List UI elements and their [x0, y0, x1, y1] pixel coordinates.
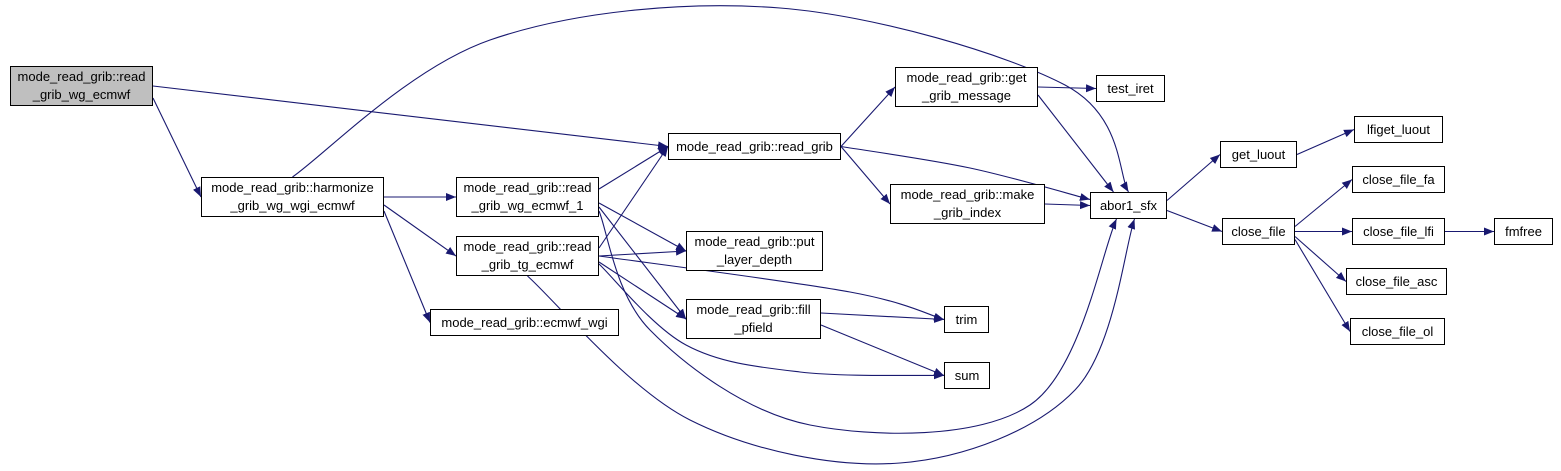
edge-read-grib-wg-ecmwf-1-to-fill-pfield	[598, 206, 687, 320]
node-label: _grib_message	[922, 88, 1011, 103]
node-label: _layer_depth	[716, 252, 793, 267]
node-label: mode_read_grib::read	[463, 239, 592, 255]
edge-make-grib-index-to-abor1-sfx	[1044, 201, 1091, 210]
edge-get-grib-message-to-abor1-sfx	[1037, 94, 1114, 193]
edge-read-grib-wg-ecmwf-1-to-abor1-sfx	[598, 210, 1117, 434]
edge-read-grib-tg-ecmwf-to-trim	[598, 255, 945, 321]
node-label: test_iret	[1107, 80, 1154, 96]
node-harmonize-grib-wg-wgi-ecmwf[interactable]: mode_read_grib::harmonize_grib_wg_wgi_ec…	[201, 177, 384, 217]
node-close-file-ol[interactable]: close_file_ol	[1350, 318, 1445, 345]
edge-close-file-to-close-file-fa	[1294, 179, 1353, 227]
node-label: lfiget_luout	[1367, 121, 1430, 137]
edge-abor1-sfx-to-get-luout	[1166, 154, 1221, 201]
edge-read-grib-tg-ecmwf-to-put-layer-depth	[598, 247, 687, 257]
edge-read-grib-to-get-grib-message	[840, 86, 896, 147]
node-label: _grib_wg_ecmwf_1	[471, 198, 584, 213]
node-get-grib-message[interactable]: mode_read_grib::get_grib_message	[895, 67, 1038, 107]
node-lfiget-luout[interactable]: lfiget_luout	[1354, 116, 1443, 143]
node-label: get_luout	[1231, 146, 1286, 162]
edge-read-grib-wg-ecmwf-1-to-read-grib	[598, 146, 669, 190]
edge-read-grib-tg-ecmwf-to-fill-pfield	[598, 261, 687, 320]
node-label: abor1_sfx	[1099, 197, 1158, 213]
edge-read-grib-tg-ecmwf-to-sum	[598, 263, 945, 380]
node-label: close_file_ol	[1361, 323, 1434, 339]
node-label: _grib_tg_ecmwf	[481, 257, 574, 272]
node-sum[interactable]: sum	[944, 362, 990, 389]
node-read-grib-wg-ecmwf[interactable]: mode_read_grib::read_grib_wg_ecmwf	[10, 66, 153, 106]
edge-abor1-sfx-to-close-file	[1166, 209, 1223, 233]
node-label: sum	[954, 367, 980, 383]
node-test-iret[interactable]: test_iret	[1096, 75, 1165, 102]
node-label: mode_read_grib::ecmwf_wgi	[441, 314, 608, 330]
node-abor1-sfx[interactable]: abor1_sfx	[1090, 192, 1167, 219]
node-label: mode_read_grib::make	[900, 187, 1035, 203]
node-ecmwf-wgi[interactable]: mode_read_grib::ecmwf_wgi	[430, 309, 619, 336]
node-get-luout[interactable]: get_luout	[1220, 141, 1297, 168]
node-put-layer-depth[interactable]: mode_read_grib::put_layer_depth	[686, 231, 823, 271]
node-label: trim	[955, 311, 978, 327]
node-label: close_file	[1231, 223, 1286, 239]
node-label: mode_read_grib::read	[17, 69, 146, 85]
node-label: mode_read_grib::harmonize	[211, 180, 374, 196]
node-label: mode_read_grib::read	[463, 180, 592, 196]
edge-read-grib-to-abor1-sfx	[840, 145, 1091, 201]
node-close-file[interactable]: close_file	[1222, 218, 1295, 245]
node-label: close_file_lfi	[1363, 223, 1434, 239]
node-label: _grib_index	[933, 205, 1002, 220]
edge-read-grib-wg-ecmwf-to-read-grib	[152, 85, 669, 150]
edge-close-file-to-close-file-asc	[1294, 236, 1347, 282]
node-label: close_file_asc	[1355, 273, 1438, 289]
node-label: _grib_wg_wgi_ecmwf	[230, 198, 355, 213]
edge-harmonize-grib-wg-wgi-ecmwf-to-ecmwf-wgi	[383, 210, 431, 323]
node-label: mode_read_grib::fill	[696, 302, 811, 318]
node-trim[interactable]: trim	[944, 306, 989, 333]
edge-get-grib-message-to-test-iret	[1037, 84, 1097, 93]
node-close-file-fa[interactable]: close_file_fa	[1352, 166, 1445, 193]
edge-close-file-to-close-file-ol	[1294, 239, 1351, 332]
node-close-file-asc[interactable]: close_file_asc	[1346, 268, 1447, 295]
edge-fill-pfield-to-sum	[820, 324, 945, 377]
node-close-file-lfi[interactable]: close_file_lfi	[1352, 218, 1445, 245]
edge-read-grib-tg-ecmwf-to-read-grib	[598, 146, 669, 249]
edge-get-luout-to-lfiget-luout	[1296, 128, 1355, 156]
node-make-grib-index[interactable]: mode_read_grib::make_grib_index	[890, 184, 1045, 224]
node-fill-pfield[interactable]: mode_read_grib::fill_pfield	[686, 299, 821, 339]
node-label: _grib_wg_ecmwf	[32, 87, 131, 102]
edge-read-grib-tg-ecmwf-to-abor1-sfx	[527, 218, 1136, 465]
node-label: fmfree	[1505, 223, 1542, 239]
node-label: mode_read_grib::get	[906, 70, 1027, 86]
edge-fill-pfield-to-trim	[820, 312, 945, 323]
node-read-grib-tg-ecmwf[interactable]: mode_read_grib::read_grib_tg_ecmwf	[456, 236, 599, 276]
node-read-grib-wg-ecmwf-1[interactable]: mode_read_grib::read_grib_wg_ecmwf_1	[456, 177, 599, 217]
edge-harmonize-grib-wg-wgi-ecmwf-to-abor1-sfx	[292, 5, 1129, 193]
edge-read-grib-wg-ecmwf-to-harmonize-grib-wg-wgi-ecmwf	[152, 97, 202, 198]
node-label: close_file_fa	[1362, 171, 1435, 187]
node-read-grib[interactable]: mode_read_grib::read_grib	[668, 133, 841, 160]
node-label: _pfield	[734, 320, 773, 335]
edge-read-grib-wg-ecmwf-1-to-put-layer-depth	[598, 202, 687, 252]
edge-harmonize-grib-wg-wgi-ecmwf-to-read-grib-tg-ecmwf	[383, 204, 457, 257]
node-label: mode_read_grib::put	[694, 234, 815, 250]
edge-read-grib-to-make-grib-index	[840, 146, 891, 205]
node-label: mode_read_grib::read_grib	[676, 138, 833, 154]
node-fmfree[interactable]: fmfree	[1494, 218, 1553, 245]
